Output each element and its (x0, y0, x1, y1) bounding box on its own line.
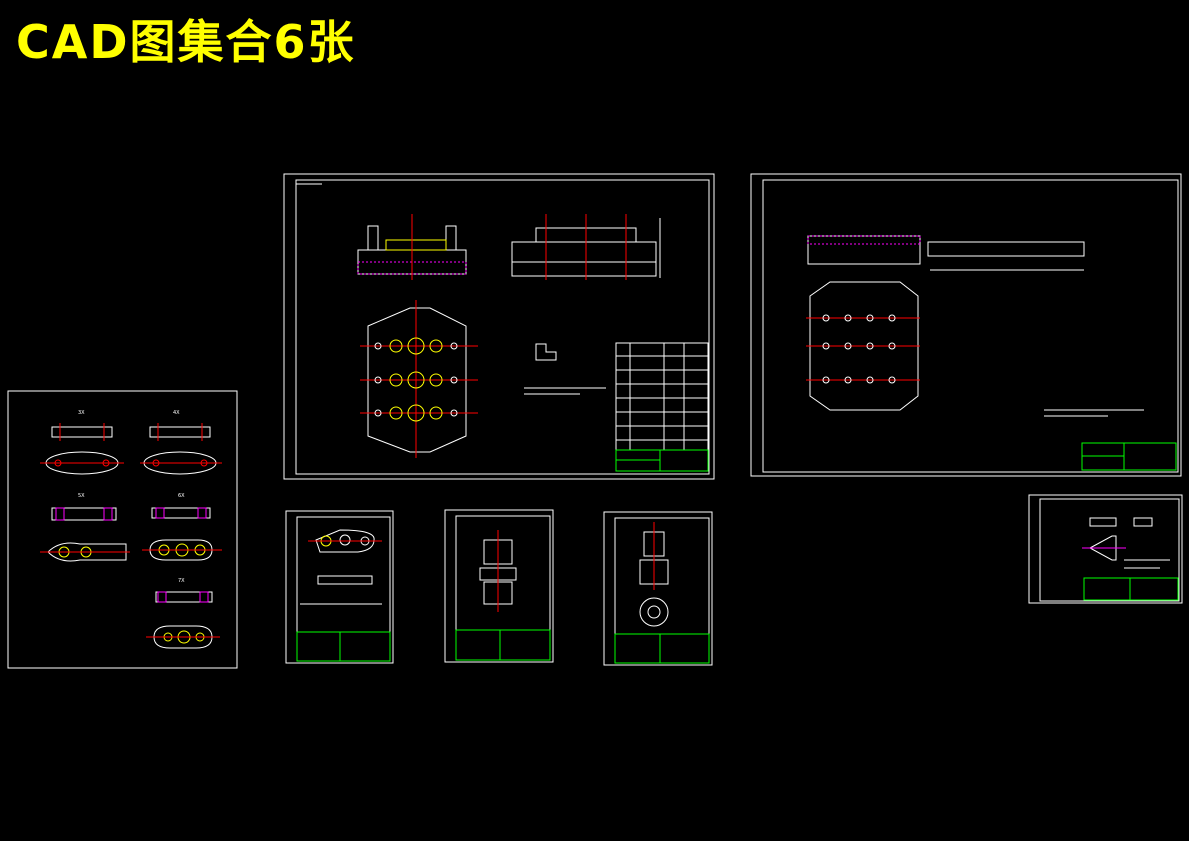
sheet-small-part-3 (603, 511, 713, 666)
page-title: CAD图集合6张 (16, 15, 356, 69)
sheet-small-part-1 (285, 510, 394, 664)
sheet-base-plate (750, 173, 1182, 477)
svg-text:6X: 6X (178, 493, 185, 499)
sheet-parts-list: 3X 4X 5X 6X 7X (7, 390, 238, 669)
svg-text:5X: 5X (78, 493, 85, 499)
svg-text:4X: 4X (173, 410, 180, 416)
sheet-small-part-2 (444, 509, 554, 663)
sheet-small-part-4 (1028, 494, 1183, 604)
sheet-main-assembly (283, 173, 715, 480)
svg-text:3X: 3X (78, 410, 85, 416)
svg-text:7X: 7X (178, 578, 185, 584)
